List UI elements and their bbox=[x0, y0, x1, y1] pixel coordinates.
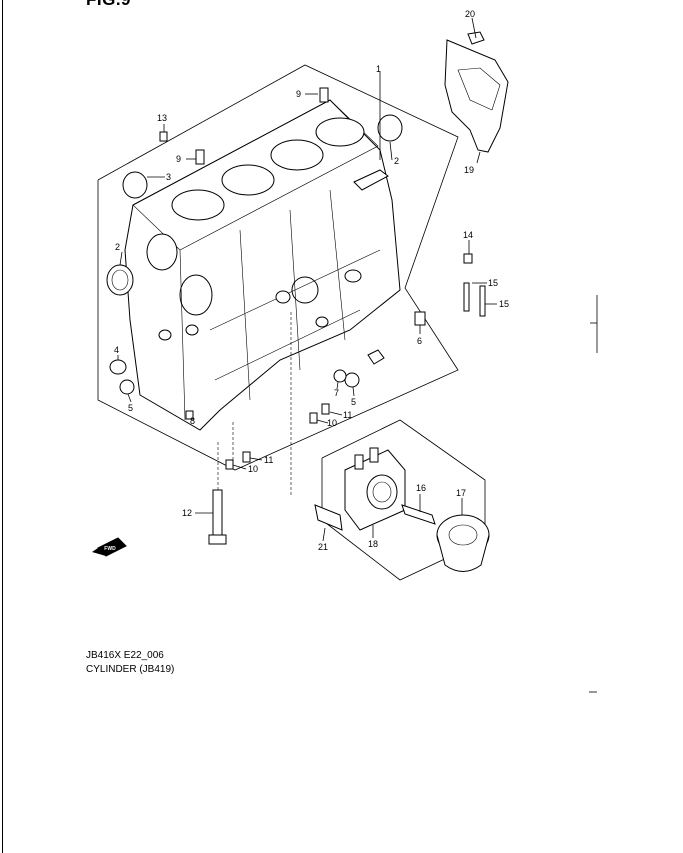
callout-6: 6 bbox=[417, 336, 422, 346]
bore-4 bbox=[315, 117, 365, 147]
callout-2-left: 2 bbox=[115, 242, 120, 252]
plug-7 bbox=[333, 369, 347, 383]
callout-19: 19 bbox=[464, 165, 474, 175]
callout-14: 14 bbox=[463, 230, 473, 240]
callout-21: 21 bbox=[318, 542, 328, 552]
reference-frame bbox=[97, 64, 459, 471]
oil-filter-17 bbox=[436, 514, 490, 572]
oil-cooler-18 bbox=[344, 447, 406, 531]
plug-5-right bbox=[344, 372, 360, 388]
plug-5-left bbox=[119, 379, 135, 395]
jet-11-lower bbox=[242, 451, 251, 463]
callout-11-upper: 11 bbox=[343, 410, 352, 420]
callout-18: 18 bbox=[368, 539, 378, 549]
oil-seal-2 bbox=[106, 264, 134, 296]
callout-3: 3 bbox=[166, 172, 171, 182]
pin-15-b bbox=[479, 285, 486, 317]
callout-9-upper: 9 bbox=[296, 89, 301, 99]
callout-20: 20 bbox=[465, 9, 475, 19]
jet-10-upper bbox=[309, 412, 318, 424]
callout-5-left: 5 bbox=[128, 403, 133, 413]
direction-arrow bbox=[92, 537, 127, 557]
callout-11-lower: 11 bbox=[264, 455, 273, 465]
drawing-title: CYLINDER (JB419) bbox=[86, 664, 175, 675]
oil-pressure-switch-21 bbox=[314, 504, 343, 531]
plug-4 bbox=[109, 359, 127, 375]
callout-10-upper: 10 bbox=[327, 418, 337, 428]
side-bore bbox=[146, 233, 178, 271]
dowel-pin-9-lower bbox=[195, 149, 205, 165]
direction-arrow-label: FWD bbox=[104, 546, 116, 552]
callout-8: 8 bbox=[190, 416, 195, 426]
callout-4: 4 bbox=[114, 345, 119, 355]
bore-1 bbox=[171, 189, 225, 221]
plug-6 bbox=[414, 311, 426, 326]
bore-2 bbox=[221, 164, 275, 196]
shaft-boss bbox=[291, 276, 319, 304]
pin-13 bbox=[159, 131, 168, 142]
plug-2-upper bbox=[377, 114, 403, 142]
bolt-12 bbox=[208, 489, 227, 545]
leader-lines bbox=[117, 17, 497, 542]
callout-10-lower: 10 bbox=[248, 464, 258, 474]
drain-bolt bbox=[367, 349, 385, 365]
cylinder-block bbox=[124, 99, 401, 431]
dowel-pin-9-upper bbox=[319, 87, 329, 103]
drawing-code: JB416X E22_006 bbox=[86, 650, 164, 661]
callout-15-upper: 15 bbox=[488, 278, 498, 288]
callout-15-lower: 15 bbox=[499, 299, 509, 309]
callout-9-lower: 9 bbox=[176, 154, 181, 164]
plug-3 bbox=[122, 171, 148, 199]
callout-16: 16 bbox=[416, 483, 426, 493]
callout-numbers: 20 1 9 13 9 3 2 19 14 2 15 15 6 4 7 5 5 … bbox=[114, 9, 509, 552]
figure-label: FIG.9 bbox=[86, 0, 131, 8]
callout-2-right: 2 bbox=[394, 156, 399, 166]
union-bolt-16 bbox=[401, 504, 436, 525]
stud-2-right bbox=[353, 169, 389, 191]
pin-8 bbox=[185, 410, 194, 420]
callout-5-right: 5 bbox=[351, 397, 356, 407]
left-border-rule bbox=[2, 0, 3, 853]
plug-14 bbox=[463, 253, 473, 264]
jet-10-lower bbox=[225, 459, 234, 470]
jet-11-upper bbox=[321, 403, 330, 415]
crank-bore bbox=[179, 274, 213, 316]
bore-3 bbox=[270, 139, 324, 171]
callout-17: 17 bbox=[456, 488, 466, 498]
bracket-19 bbox=[444, 39, 509, 153]
callout-12: 12 bbox=[182, 508, 192, 518]
callout-7: 7 bbox=[334, 388, 339, 398]
callout-13: 13 bbox=[157, 113, 167, 123]
callout-1: 1 bbox=[376, 64, 381, 74]
pin-15-a bbox=[463, 282, 470, 312]
